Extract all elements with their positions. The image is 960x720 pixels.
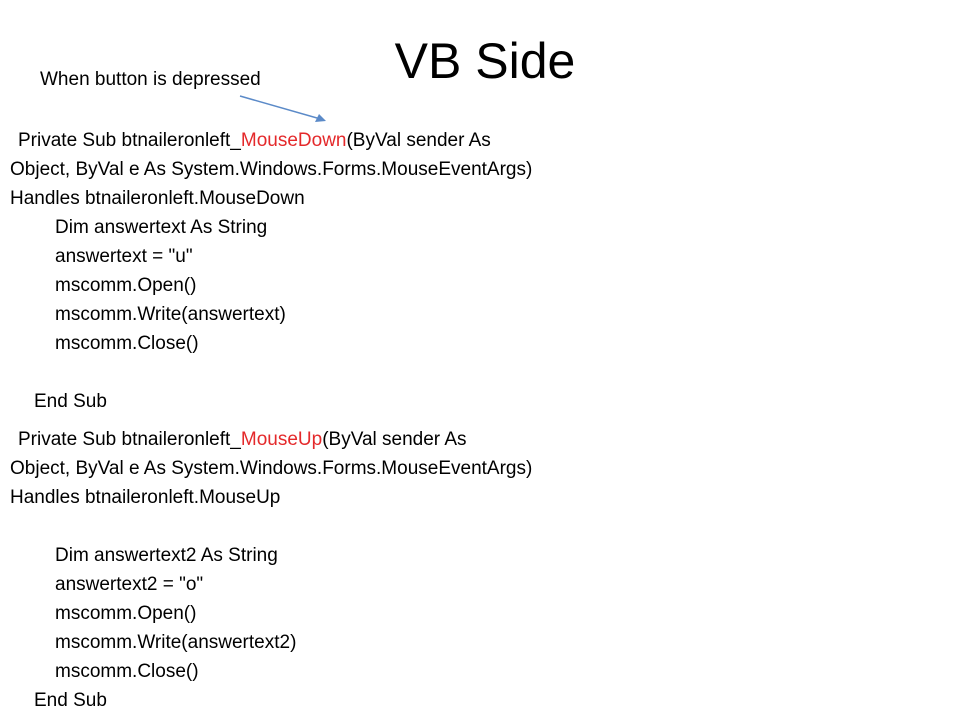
code-line: mscomm.Open() bbox=[55, 603, 197, 624]
code-line: Handles btnaileronleft.MouseUp bbox=[10, 487, 281, 508]
code-signature-suffix: (ByVal sender As bbox=[346, 130, 491, 151]
code-event-name-highlight: MouseDown bbox=[240, 130, 347, 151]
code-line: mscomm.Write(answertext) bbox=[55, 304, 286, 325]
code-block-mouseup: Private Sub btnaileronleft_MouseUp(ByVal… bbox=[10, 425, 532, 715]
code-blank-line bbox=[10, 358, 532, 387]
code-event-name-highlight: MouseUp bbox=[240, 429, 323, 450]
annotation-arrow-icon bbox=[239, 95, 326, 122]
code-line: answertext2 = "o" bbox=[55, 574, 204, 595]
code-line: Object, ByVal e As System.Windows.Forms.… bbox=[10, 159, 533, 180]
code-signature-prefix: Private Sub btnaileronleft_ bbox=[18, 130, 241, 151]
code-line-end-sub: End Sub bbox=[34, 690, 107, 711]
code-line: Dim answertext2 As String bbox=[55, 545, 278, 566]
code-line: mscomm.Write(answertext2) bbox=[55, 632, 297, 653]
code-signature-suffix: (ByVal sender As bbox=[322, 429, 467, 450]
code-block-mousedown: Private Sub btnaileronleft_MouseDown(ByV… bbox=[10, 126, 532, 416]
code-line: answertext = "u" bbox=[55, 246, 193, 267]
code-line: Dim answertext As String bbox=[55, 217, 268, 238]
code-line-signature: Private Sub btnaileronleft_MouseDown(ByV… bbox=[10, 126, 532, 155]
code-line: Object, ByVal e As System.Windows.Forms.… bbox=[10, 458, 533, 479]
code-line: Handles btnaileronleft.MouseDown bbox=[10, 188, 305, 209]
code-line: mscomm.Close() bbox=[55, 661, 199, 682]
annotation-label: When button is depressed bbox=[40, 69, 261, 90]
code-line-signature: Private Sub btnaileronleft_MouseUp(ByVal… bbox=[10, 425, 532, 454]
code-blank-line bbox=[10, 512, 532, 541]
code-line: mscomm.Close() bbox=[55, 333, 199, 354]
slide-title: VB Side bbox=[394, 33, 576, 89]
code-signature-prefix: Private Sub btnaileronleft_ bbox=[18, 429, 241, 450]
code-line: mscomm.Open() bbox=[55, 275, 197, 296]
code-line-end-sub: End Sub bbox=[34, 391, 107, 412]
